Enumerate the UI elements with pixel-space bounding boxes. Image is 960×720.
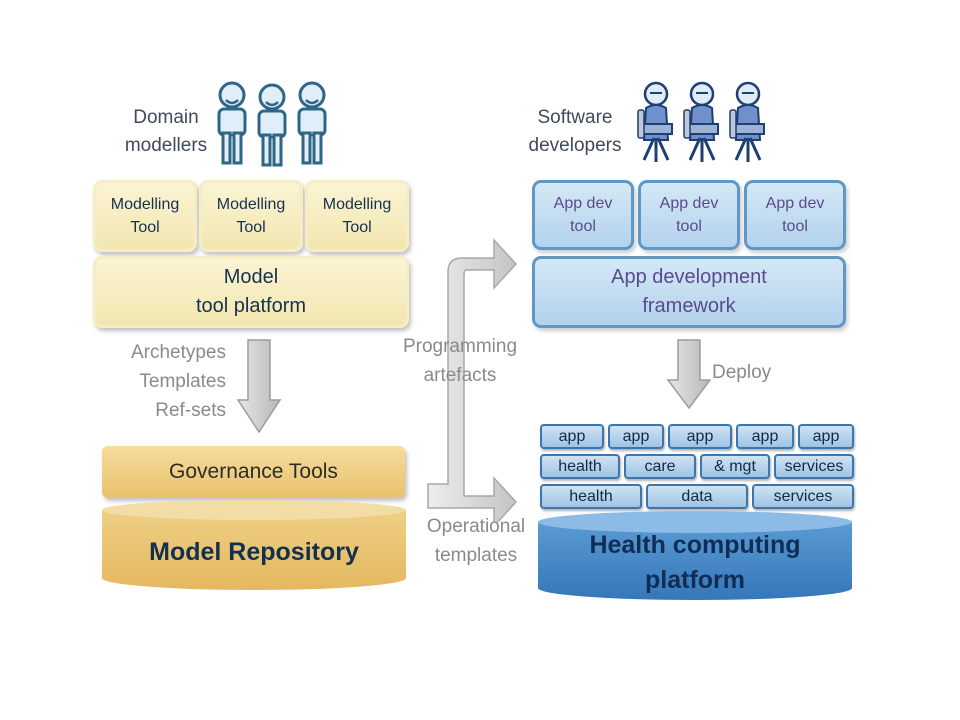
modelling-tool-1: Modelling Tool bbox=[93, 180, 197, 252]
app-chip-2: app bbox=[608, 424, 664, 449]
app-chip-3: app bbox=[668, 424, 732, 449]
service-chip-services: services bbox=[774, 454, 854, 479]
app-dev-tool-3: App dev tool bbox=[744, 180, 846, 250]
modelling-tool-3: Modelling Tool bbox=[305, 180, 409, 252]
deploy-label: Deploy bbox=[712, 362, 772, 383]
service-chip-health: health bbox=[540, 454, 620, 479]
app-chip-5: app bbox=[798, 424, 854, 449]
programming-artefacts-label: Programming artefacts bbox=[402, 336, 518, 386]
health-platform-cylinder bbox=[538, 511, 852, 600]
service-chip-care: care bbox=[624, 454, 696, 479]
deploy-arrow-icon bbox=[666, 339, 712, 410]
software-developers-label: Software developers bbox=[528, 107, 622, 156]
data-chip-services: services bbox=[752, 484, 854, 509]
data-chip-data: data bbox=[646, 484, 748, 509]
app-development-framework: App development framework bbox=[532, 256, 846, 328]
app-dev-tool-1: App dev tool bbox=[532, 180, 634, 250]
app-chip-1: app bbox=[540, 424, 604, 449]
app-dev-tool-2: App dev tool bbox=[638, 180, 740, 250]
modelling-tool-2: Modelling Tool bbox=[199, 180, 303, 252]
down-arrow-icon bbox=[236, 339, 282, 434]
model-tool-platform: Model tool platform bbox=[93, 256, 409, 328]
app-chip-4: app bbox=[736, 424, 794, 449]
archetypes-label: Archetypes Templates Ref-sets bbox=[130, 342, 226, 421]
operational-templates-label: Operational templates bbox=[426, 516, 526, 566]
curved-arrow-icon bbox=[427, 238, 518, 522]
governance-tools: Governance Tools bbox=[102, 446, 405, 498]
data-chip-health: health bbox=[540, 484, 642, 509]
domain-modellers-icon bbox=[217, 81, 327, 167]
service-chip-mgt: & mgt bbox=[700, 454, 770, 479]
model-repository-cylinder bbox=[102, 500, 406, 590]
model-repository-label: Model Repository bbox=[149, 538, 359, 566]
domain-modellers-label: Domain modellers bbox=[124, 107, 208, 156]
software-developers-icon bbox=[636, 81, 766, 164]
health-platform-label: Health computing platform bbox=[589, 531, 801, 594]
